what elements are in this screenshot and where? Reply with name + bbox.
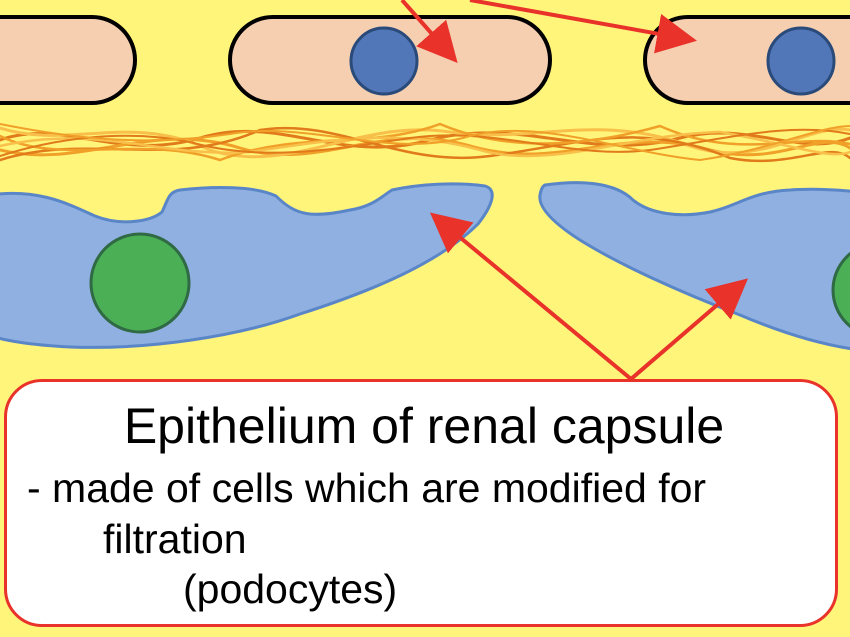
endothelial-cell-right bbox=[643, 15, 850, 105]
callout-term: (podocytes) bbox=[183, 566, 398, 612]
endothelial-cell-left bbox=[0, 15, 137, 105]
arrow-to-podocyte-right bbox=[629, 278, 749, 381]
endothelial-nucleus bbox=[349, 26, 419, 96]
callout-title: Epithelium of renal capsule bbox=[123, 398, 725, 454]
podocyte-left bbox=[0, 182, 494, 349]
callout-description-continued: filtration bbox=[103, 516, 247, 562]
arrow-to-endothelium-center bbox=[400, 0, 458, 63]
podocyte-nucleus bbox=[831, 251, 850, 329]
endothelial-cell-center bbox=[228, 15, 552, 105]
callout-description: - made of cells which are modified for bbox=[27, 465, 707, 511]
pointer-arrows bbox=[400, 0, 749, 381]
basement-membrane-fibers bbox=[0, 122, 850, 163]
callout-box: Epithelium of renal capsule - made of ce… bbox=[4, 379, 838, 627]
podocyte-right bbox=[538, 181, 850, 351]
endothelial-nucleus bbox=[766, 26, 836, 96]
podocyte-nucleus bbox=[89, 232, 191, 334]
arrow-to-podocyte-left bbox=[429, 212, 633, 381]
arrow-to-endothelium-right bbox=[469, 0, 697, 54]
